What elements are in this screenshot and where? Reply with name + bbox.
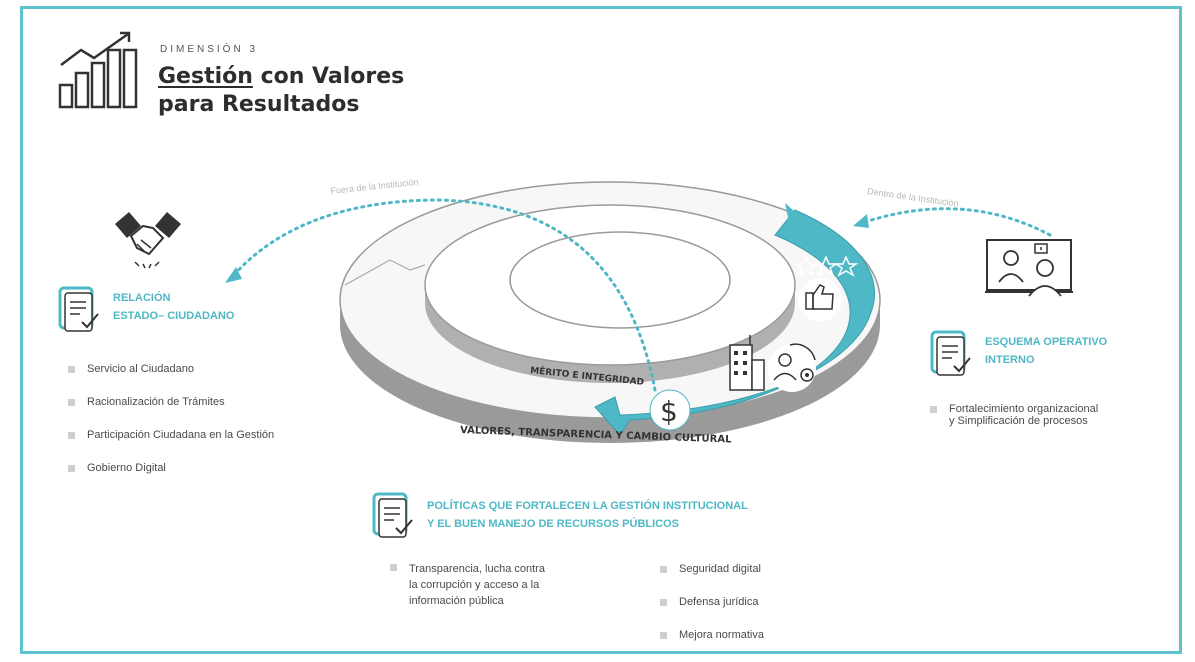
title-underlined-word: Gestión	[158, 64, 253, 89]
left-section-title: RELACIÓN ESTADO– CIUDADANO	[113, 289, 234, 325]
list-item: Participación Ciudadana en la Gestión	[68, 429, 274, 462]
bottom-section-col2: Seguridad digital Defensa jurídica Mejor…	[660, 563, 764, 662]
thumbs-up-icon	[798, 278, 842, 322]
left-arrow-outline	[344, 259, 426, 286]
bar-chart-trend-icon	[58, 31, 138, 109]
person-gear-icon	[768, 343, 816, 392]
inner-circle	[509, 231, 731, 329]
page-title: Gestión con Valores para Resultados	[158, 63, 404, 119]
teal-swoosh	[594, 209, 875, 436]
inner-ring-top	[424, 204, 796, 366]
list-item: Racionalización de Trámites	[68, 396, 274, 429]
bottom-title-line2: Y EL BUEN MANEJO DE RECURSOS PÚBLICOS	[427, 518, 680, 530]
handshake-icon	[115, 212, 181, 269]
right-section-list: Fortalecimiento organizacional y Simplif…	[930, 403, 1098, 427]
list-item: Fortalecimiento organizacional y Simplif…	[930, 403, 1098, 427]
right-title-line1: ESQUEMA OPERATIVO	[985, 336, 1108, 348]
title-line2: para Resultados	[158, 92, 360, 117]
list-item: Transparencia, lucha contra la corrupció…	[390, 561, 545, 609]
right-section-title: ESQUEMA OPERATIVO INTERNO	[985, 333, 1107, 369]
teal-arrow-head	[785, 203, 810, 237]
outside-institution-curve	[225, 198, 657, 392]
dollar-icon: $	[649, 389, 691, 431]
inner-ring-side	[425, 285, 795, 383]
bottom-title-line1: POLÍTICAS QUE FORTALECEN LA GESTIÓN INST…	[427, 500, 748, 512]
list-item: Servicio al Ciudadano	[68, 363, 274, 396]
title-line1-rest: con Valores	[252, 64, 405, 89]
bottom-section-title: POLÍTICAS QUE FORTALECEN LA GESTIÓN INST…	[427, 497, 748, 533]
list-item: Gobierno Digital	[68, 462, 274, 495]
bottom-section-col1: Transparencia, lucha contra la corrupció…	[390, 561, 545, 609]
dimension-label: DIMENSIÓN 3	[160, 44, 259, 55]
left-section-list: Servicio al Ciudadano Racionalización de…	[68, 363, 274, 495]
inside-institution-curve	[853, 207, 1052, 237]
list-item: Seguridad digital	[660, 563, 764, 596]
document-check-icon	[58, 286, 99, 332]
left-title-line2: ESTADO– CIUDADANO	[113, 310, 235, 322]
video-meeting-icon	[985, 239, 1073, 297]
rating-stars-icon	[793, 255, 859, 277]
right-title-line2: INTERNO	[985, 354, 1035, 366]
building-icon	[729, 335, 765, 391]
diagram-frame	[20, 6, 1182, 654]
left-title-line1: RELACIÓN	[113, 292, 171, 304]
ring-diagram: MÉRITO E INTEGRIDAD VALORES, TRANSPARENC…	[339, 181, 881, 445]
document-check-icon	[372, 492, 413, 538]
outer-ring-side	[340, 300, 880, 443]
svg-text:$: $	[660, 395, 678, 428]
list-item: Mejora normativa	[660, 629, 764, 662]
list-item: Defensa jurídica	[660, 596, 764, 629]
document-check-icon	[930, 330, 971, 376]
